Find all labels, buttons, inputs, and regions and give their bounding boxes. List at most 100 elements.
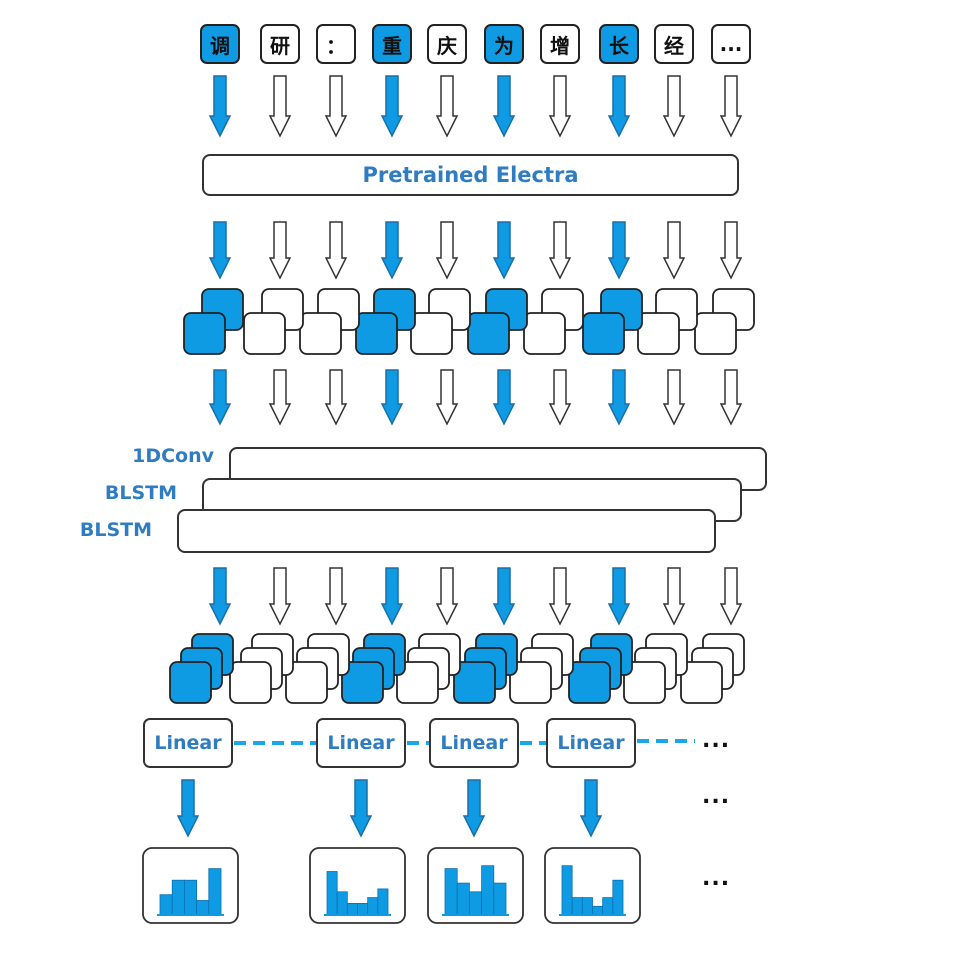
- feature-tile-b-6-3: [453, 661, 496, 704]
- feature-tile-a-7-2: [523, 312, 566, 355]
- token-box-10: ...: [711, 24, 751, 64]
- token-text-7: 增: [550, 33, 570, 58]
- token-box-5: 庆: [427, 24, 467, 64]
- arrow-r2-9: [662, 221, 686, 280]
- arrow-r3-5: [435, 369, 459, 426]
- arrow-r4-10: [719, 567, 743, 626]
- histogram-3-bar-5: [493, 882, 507, 916]
- arrow-r3-6: [492, 369, 516, 426]
- arrow-r3-7: [548, 369, 572, 426]
- arrow-r4-9: [662, 567, 686, 626]
- histogram-4-bar-4: [592, 905, 604, 916]
- histogram-3-bar-4: [481, 865, 495, 916]
- histogram-2-bar-3: [346, 903, 358, 916]
- ellipsis-linear-row: ...: [702, 728, 731, 753]
- arrow-r3-9: [662, 369, 686, 426]
- feature-tile-b-5-3: [396, 661, 439, 704]
- histogram-2-bar-6: [377, 888, 389, 916]
- token-text-8: 长: [609, 33, 629, 58]
- arrow-r1-10: [719, 75, 743, 138]
- token-text-10: ...: [719, 32, 743, 56]
- feature-tile-a-3-2: [299, 312, 342, 355]
- arrow-r2-7: [548, 221, 572, 280]
- feature-tile-a-2-2: [243, 312, 286, 355]
- arrow-r1-1: [208, 75, 232, 138]
- arrow-r2-4: [380, 221, 404, 280]
- feature-tile-b-7-3: [509, 661, 552, 704]
- arrow-r1-7: [548, 75, 572, 138]
- histogram-4-bar-3: [581, 897, 593, 916]
- arrow-r1-3: [324, 75, 348, 138]
- feature-tile-b-1-3: [169, 661, 212, 704]
- arrow-r1-6: [492, 75, 516, 138]
- histogram-4-bar-1: [561, 865, 573, 916]
- histogram-4-bar-6: [612, 879, 624, 916]
- arrow-r1-5: [435, 75, 459, 138]
- feature-tile-b-10-3: [680, 661, 723, 704]
- arrow-r4-7: [548, 567, 572, 626]
- histogram-1-bar-5: [208, 868, 222, 916]
- histogram-1-bar-3: [183, 879, 197, 916]
- histogram-2-bar-4: [357, 903, 369, 916]
- arrow-r4-2: [268, 567, 292, 626]
- token-box-2: 研: [260, 24, 300, 64]
- feature-tile-a-10-2: [694, 312, 737, 355]
- feature-tile-a-8-2: [582, 312, 625, 355]
- arrow-output-3: [462, 779, 486, 838]
- linear-box-4: Linear: [546, 718, 636, 768]
- histogram-4-bar-5: [602, 897, 614, 916]
- arrow-r4-5: [435, 567, 459, 626]
- linear-box-3: Linear: [429, 718, 519, 768]
- linear-box-2: Linear: [316, 718, 406, 768]
- histogram-1-bar-1: [159, 894, 173, 916]
- arrow-r2-2: [268, 221, 292, 280]
- arrow-r3-4: [380, 369, 404, 426]
- arrow-r4-4: [380, 567, 404, 626]
- feature-tile-b-8-3: [568, 661, 611, 704]
- pretrained-electra-label: Pretrained Electra: [362, 163, 579, 187]
- arrow-output-4: [579, 779, 603, 838]
- arrow-output-2: [349, 779, 373, 838]
- arrow-r2-5: [435, 221, 459, 280]
- arrow-r4-6: [492, 567, 516, 626]
- token-box-7: 增: [540, 24, 580, 64]
- arrow-r2-6: [492, 221, 516, 280]
- token-box-8: 长: [599, 24, 639, 64]
- arrow-r2-1: [208, 221, 232, 280]
- token-text-1: 调: [210, 33, 230, 58]
- blstm-layer-label-1: BLSTM: [104, 482, 177, 504]
- arrow-r3-8: [607, 369, 631, 426]
- arrow-r2-3: [324, 221, 348, 280]
- token-box-6: 为: [484, 24, 524, 64]
- linear-label-4: Linear: [557, 732, 625, 754]
- arrow-r4-8: [607, 567, 631, 626]
- token-text-5: 庆: [437, 33, 457, 58]
- ellipsis-histogram-row: ...: [702, 866, 731, 891]
- feature-tile-b-4-3: [341, 661, 384, 704]
- histogram-2-bar-2: [336, 891, 348, 916]
- histogram-4-bar-2: [571, 897, 583, 916]
- blstm-layer-box-2: [177, 509, 716, 553]
- arrow-r1-8: [607, 75, 631, 138]
- arrow-r4-3: [324, 567, 348, 626]
- linear-label-3: Linear: [440, 732, 508, 754]
- arrow-r3-3: [324, 369, 348, 426]
- histogram-2-bar-5: [367, 897, 379, 916]
- token-text-9: 经: [664, 33, 684, 58]
- arrow-r1-4: [380, 75, 404, 138]
- feature-tile-a-5-2: [410, 312, 453, 355]
- feature-tile-a-4-2: [355, 312, 398, 355]
- histogram-3-bar-2: [456, 882, 470, 916]
- feature-tile-b-2-3: [229, 661, 272, 704]
- pretrained-electra-box: Pretrained Electra: [202, 154, 739, 196]
- feature-tile-b-3-3: [285, 661, 328, 704]
- token-box-9: 经: [654, 24, 694, 64]
- token-text-3: ：: [326, 33, 346, 58]
- conv-layer-label: 1DConv: [132, 445, 214, 467]
- histogram-1-bar-4: [196, 900, 210, 916]
- arrow-output-1: [176, 779, 200, 838]
- arrow-r2-8: [607, 221, 631, 280]
- feature-tile-a-9-2: [637, 312, 680, 355]
